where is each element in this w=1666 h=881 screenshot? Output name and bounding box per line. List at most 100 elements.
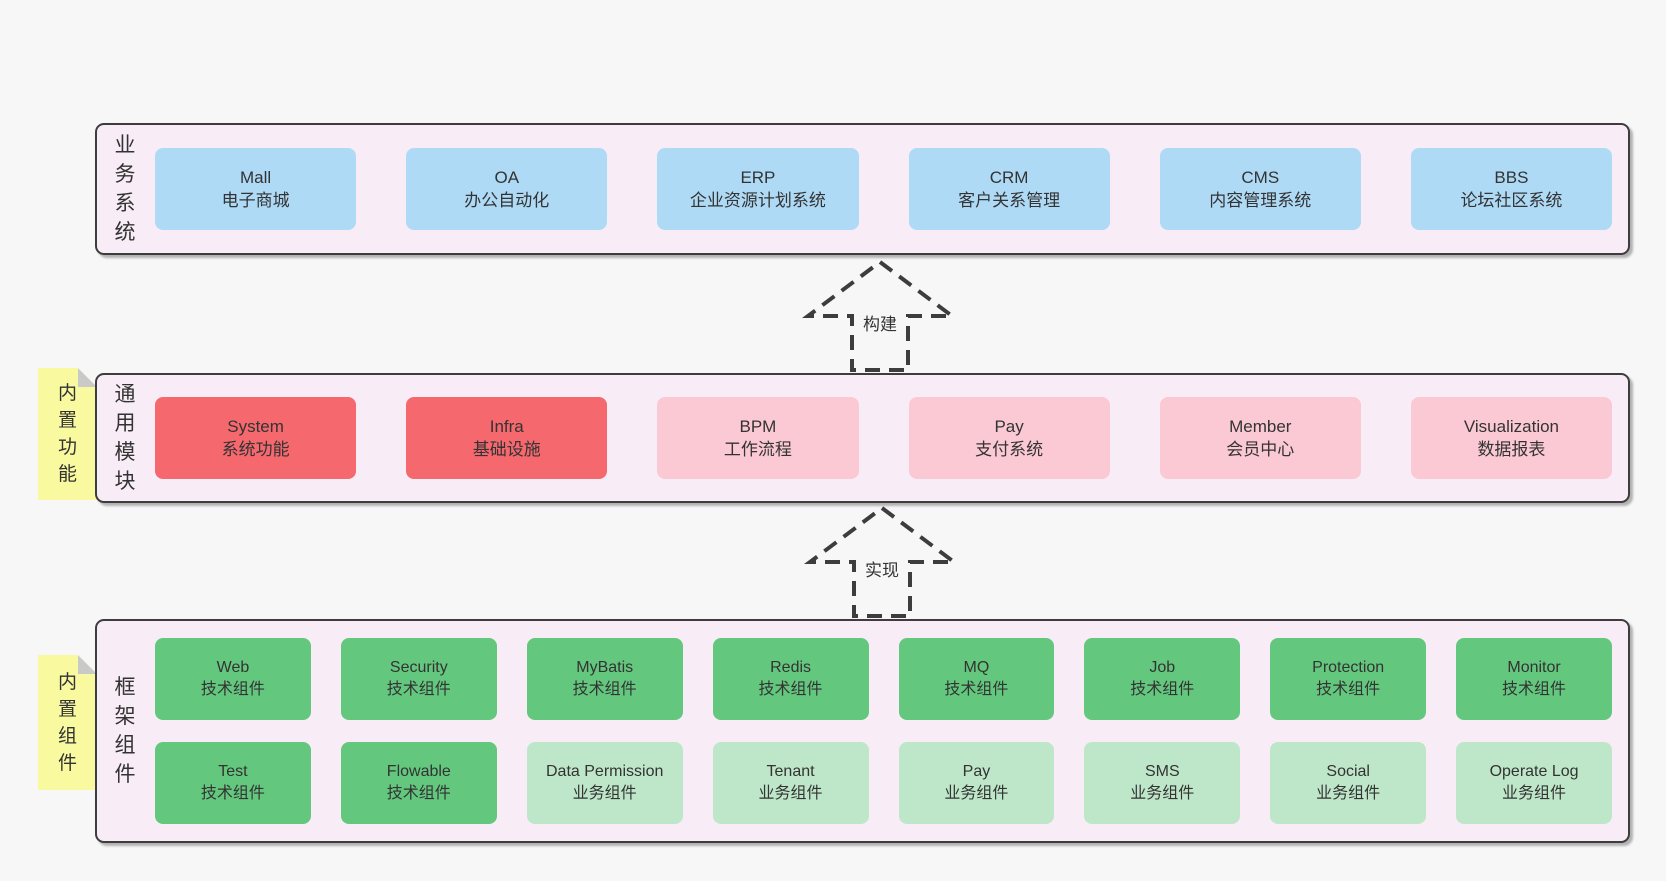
component-box-redis: Redis 技术组件: [712, 638, 869, 720]
box-desc: 业务组件: [944, 785, 1009, 802]
box-desc: 技术组件: [1130, 681, 1195, 698]
box-desc: 技术组件: [200, 681, 265, 698]
layer-label-common-modules: 通用模块: [114, 383, 136, 493]
component-box-job: Job 技术组件: [1084, 638, 1241, 720]
box-name: Web: [216, 659, 250, 676]
box-desc: 基础设施: [472, 440, 541, 459]
module-box-pay: Pay 支付系统: [908, 397, 1110, 479]
box-name: BBS: [1494, 168, 1529, 187]
box-name: Job: [1149, 659, 1176, 676]
component-box-monitor: Monitor 技术组件: [1456, 638, 1612, 720]
component-box-web: Web 技术组件: [155, 638, 311, 720]
component-box-security: Security 技术组件: [340, 638, 497, 720]
box-desc: 电子商城: [221, 191, 290, 210]
box-desc: 技术组件: [1316, 681, 1381, 698]
box-name: SMS: [1144, 763, 1180, 780]
note-text: 内置功能: [57, 383, 77, 485]
layer-common-modules: 通用模块 System 系统功能 Infra 基础设施 BPM 工作流程 Pay…: [95, 373, 1630, 503]
box-desc: 技术组件: [386, 681, 451, 698]
layer-label-framework-components: 框架组件: [114, 676, 136, 786]
component-box-sms: SMS 业务组件: [1084, 742, 1241, 824]
box-desc: 技术组件: [758, 681, 823, 698]
box-desc: 技术组件: [1502, 681, 1567, 698]
box-name: Monitor: [1507, 659, 1561, 676]
component-box-operate-log: Operate Log 业务组件: [1456, 742, 1612, 824]
component-box-protection: Protection 技术组件: [1270, 638, 1427, 720]
box-name: Data Permission: [546, 763, 664, 780]
system-box-erp: ERP 企业资源计划系统: [657, 148, 859, 230]
box-name: CRM: [989, 168, 1029, 187]
up-arrow-icon: [804, 505, 960, 618]
box-desc: 内容管理系统: [1209, 191, 1312, 210]
component-box-mybatis: MyBatis 技术组件: [526, 638, 683, 720]
box-name: Social: [1326, 763, 1370, 780]
box-desc: 工作流程: [723, 440, 792, 459]
system-box-bbs: BBS 论坛社区系统: [1410, 148, 1613, 230]
component-box-mq: MQ 技术组件: [898, 638, 1055, 720]
box-desc: 技术组件: [200, 785, 265, 802]
box-desc: 业务组件: [1502, 785, 1567, 802]
module-box-infra: Infra 基础设施: [406, 397, 608, 479]
business-box-row: Mall 电子商城 OA 办公自动化 ERP 企业资源计划系统 CRM 客户关系…: [155, 148, 1613, 230]
box-name: Protection: [1312, 659, 1385, 676]
layer-framework-components: 框架组件 Web 技术组件 Security 技术组件 MyBatis 技术组件…: [95, 619, 1630, 843]
box-name: CMS: [1241, 168, 1280, 187]
module-box-row: System 系统功能 Infra 基础设施 BPM 工作流程 Pay 支付系统…: [155, 397, 1613, 479]
box-name: Operate Log: [1489, 763, 1579, 780]
note-text: 内置组件: [57, 671, 77, 774]
component-boxes-area: Web 技术组件 Security 技术组件 MyBatis 技术组件 Redi…: [155, 621, 1612, 841]
up-arrow-icon: [802, 259, 958, 372]
build-arrow: 构建: [800, 259, 960, 373]
module-box-bpm: BPM 工作流程: [657, 397, 859, 479]
system-box-mall: Mall 电子商城: [155, 148, 357, 230]
box-desc: 技术组件: [944, 681, 1009, 698]
component-box-pay: Pay 业务组件: [898, 742, 1055, 824]
box-desc: 业务组件: [758, 785, 823, 802]
system-box-oa: OA 办公自动化: [406, 148, 608, 230]
box-desc: 业务组件: [1316, 785, 1381, 802]
business-boxes-area: Mall 电子商城 OA 办公自动化 ERP 企业资源计划系统 CRM 客户关系…: [155, 125, 1613, 253]
build-arrow-label: 构建: [860, 309, 900, 336]
sticky-note-built-in-components: 内置组件: [38, 655, 97, 790]
box-name: OA: [494, 168, 520, 187]
box-desc: 办公自动化: [464, 191, 550, 210]
component-box-row-1: Web 技术组件 Security 技术组件 MyBatis 技术组件 Redi…: [155, 638, 1612, 720]
box-desc: 业务组件: [1130, 785, 1195, 802]
box-desc: 技术组件: [572, 681, 637, 698]
layer-business-systems: 业务系统 Mall 电子商城 OA 办公自动化 ERP 企业资源计划系统 CRM…: [95, 123, 1630, 255]
implement-arrow-label: 实现: [862, 555, 902, 582]
box-name: Flowable: [386, 763, 451, 780]
box-desc: 业务组件: [572, 785, 637, 802]
box-name: ERP: [740, 168, 776, 187]
box-name: Pay: [962, 763, 991, 780]
component-box-social: Social 业务组件: [1270, 742, 1427, 824]
box-desc: 会员中心: [1226, 440, 1295, 459]
component-box-data-permission: Data Permission 业务组件: [526, 742, 683, 824]
box-desc: 客户关系管理: [958, 191, 1061, 210]
box-name: Pay: [994, 417, 1024, 436]
box-desc: 企业资源计划系统: [689, 191, 826, 210]
box-name: MQ: [963, 659, 990, 676]
layer-label-business-systems: 业务系统: [114, 134, 136, 244]
box-name: System: [227, 417, 284, 436]
box-name: Tenant: [766, 763, 815, 780]
module-box-system: System 系统功能: [155, 397, 357, 479]
component-box-test: Test 技术组件: [155, 742, 311, 824]
component-box-flowable: Flowable 技术组件: [340, 742, 497, 824]
implement-arrow: 实现: [802, 505, 962, 619]
box-name: Visualization: [1463, 417, 1560, 436]
box-name: Member: [1229, 417, 1292, 436]
box-desc: 技术组件: [386, 785, 451, 802]
component-box-row-2: Test 技术组件 Flowable 技术组件 Data Permission …: [155, 742, 1612, 824]
box-name: Test: [218, 763, 248, 780]
box-desc: 支付系统: [975, 440, 1044, 459]
component-box-tenant: Tenant 业务组件: [712, 742, 869, 824]
box-name: Security: [389, 659, 448, 676]
system-box-cms: CMS 内容管理系统: [1159, 148, 1361, 230]
box-desc: 数据报表: [1477, 440, 1546, 459]
box-name: MyBatis: [576, 659, 634, 676]
module-boxes-area: System 系统功能 Infra 基础设施 BPM 工作流程 Pay 支付系统…: [155, 375, 1613, 501]
box-name: Infra: [489, 417, 524, 436]
sticky-note-built-in-features: 内置功能: [38, 368, 97, 500]
